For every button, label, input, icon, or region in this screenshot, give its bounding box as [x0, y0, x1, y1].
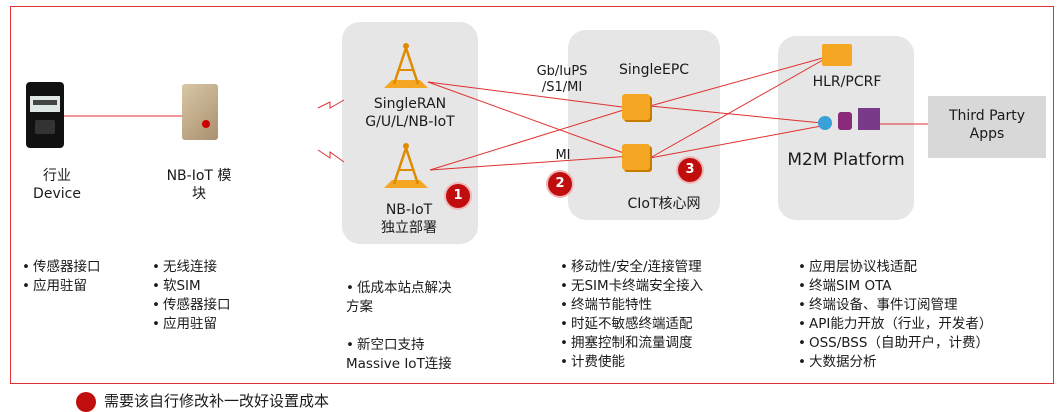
step-badge-2: 2	[548, 172, 572, 196]
tower-icon-singleran	[384, 43, 428, 88]
step-badge-3: 3	[678, 158, 702, 182]
third-party-label: Third Party Apps	[948, 108, 1026, 142]
nb-epc-link	[429, 107, 631, 171]
core-bullets: 移动性/安全/连接管理 无SIM卡终端安全接入 终端节能特性 时延不敏感终端适配…	[560, 258, 703, 372]
list-item: 终端节能特性	[560, 296, 703, 315]
third-party-box	[928, 96, 1046, 158]
radio-link-2	[317, 149, 345, 163]
nbiot-module-icon	[182, 84, 218, 140]
module-label: NB-IoT 模 块	[166, 168, 232, 202]
tower-icon-nbiot	[384, 143, 428, 188]
list-item: 大数据分析	[798, 353, 992, 372]
list-item: OSS/BSS（自助开户，计费）	[798, 334, 992, 353]
m2m-server-icon	[818, 108, 884, 130]
list-item: 应用驻留	[22, 277, 100, 296]
ciot-label: CIoT核心网	[627, 196, 701, 212]
meter-icon	[26, 82, 64, 148]
device-label: 行业 Device	[33, 168, 81, 202]
epc-m2m-link	[649, 105, 833, 125]
device-bullets: 传感器接口 应用驻留	[22, 258, 101, 296]
list-item: 应用驻留	[152, 315, 230, 334]
router-icon-ciot	[622, 144, 650, 170]
list-item: 传感器接口	[152, 296, 231, 315]
hlr-label: HLR/PCRF	[812, 74, 882, 90]
list-item: 时延不敏感终端适配	[560, 315, 703, 334]
list-item: 无SIM卡终端安全接入	[560, 277, 703, 296]
module-bullets: 无线连接 软SIM 传感器接口 应用驻留	[152, 258, 231, 334]
hlr-server-icon	[822, 44, 852, 66]
list-item: 无线连接	[152, 258, 230, 277]
singleepc-label: SingleEPC	[618, 62, 690, 78]
step-badge-1: 1	[446, 184, 470, 208]
list-item: 移动性/安全/连接管理	[560, 258, 703, 277]
list-item: 计费使能	[560, 353, 703, 372]
ciot-hlr-link	[649, 55, 831, 159]
router-icon-epc	[622, 94, 650, 120]
ran-ciot-link	[427, 81, 633, 157]
ran-epc-link	[427, 81, 631, 109]
ran-bullets: 低成本站点解决 方案 新空口支持 Massive IoT连接	[346, 260, 496, 393]
list-item: API能力开放（行业，开发者）	[798, 315, 992, 334]
footer-note: 需要该自行修改补一改好设置成本	[104, 392, 330, 410]
list-item: 拥塞控制和流量调度	[560, 334, 703, 353]
list-item: 软SIM	[152, 277, 230, 296]
footer-badge	[76, 392, 96, 412]
platform-bullets: 应用层协议栈适配 终端SIM OTA 终端设备、事件订阅管理 API能力开放（行…	[798, 258, 992, 372]
core-panel	[568, 30, 720, 220]
connection-lines	[60, 55, 928, 171]
nb-ciot-link	[429, 155, 633, 171]
epc-hlr-link	[649, 55, 831, 107]
radio-link-1	[317, 99, 345, 109]
ciot-m2m-link	[649, 123, 833, 159]
list-item: 新空口支持 Massive IoT连接	[346, 336, 496, 374]
singleran-label: SingleRAN G/U/L/NB-IoT	[365, 96, 455, 130]
nbiot-label: NB-IoT 独立部署	[381, 202, 437, 236]
iface-top-label: Gb/IuPS /S1/MI	[536, 64, 588, 96]
list-item: 终端SIM OTA	[798, 277, 992, 296]
list-item: 传感器接口	[22, 258, 101, 277]
iface-mi-label: MI	[555, 148, 571, 163]
list-item: 低成本站点解决 方案	[346, 279, 496, 317]
list-item: 终端设备、事件订阅管理	[798, 296, 992, 315]
list-item: 应用层协议栈适配	[798, 258, 992, 277]
m2m-label: M2M Platform	[787, 150, 905, 170]
diagram-frame	[10, 6, 1054, 384]
